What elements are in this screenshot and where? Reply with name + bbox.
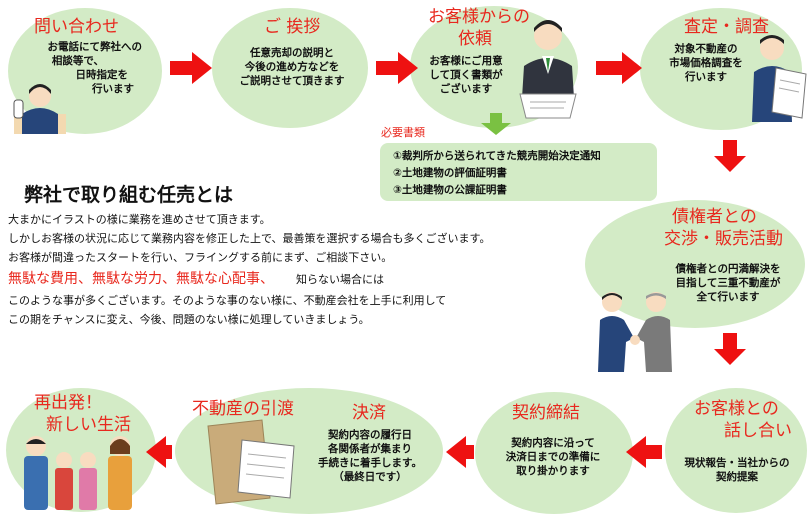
arrow-left-3 (166, 445, 172, 459)
step-line: 市場価格調査を (669, 57, 743, 69)
arrow-left-2-head (446, 436, 466, 468)
phone-operator-illustration (13, 84, 66, 134)
step-text-contract: 契約内容に沿って 決済日までの準備に 取り掛かります (482, 436, 624, 478)
intro-heading: 弊社で取り組む任売とは (24, 184, 234, 206)
intro-paragraph: しかしお客様の状況に応じて業務内容を修正した上で、最善策を選択する場合も多くござ… (8, 232, 491, 245)
intro-emphasis-tail: 知らない場合には (296, 273, 384, 286)
step-circle-negotiation (585, 200, 805, 328)
intro-closing: この期をチャンスに変え、今後、問題のない様に処理していきましょう。 (8, 313, 370, 326)
step-line: （最終日です） (333, 471, 407, 483)
documents-label: 必要書類 (381, 126, 425, 139)
intro-paragraph: 大まかにイラストの様に業務を進めさせて頂きます。 (8, 213, 271, 226)
arrow-down-1-head (714, 156, 746, 172)
step-title-line: 債権者との (672, 207, 757, 227)
step-line: 契約提案 (716, 471, 758, 483)
step-title-line: 交渉・販売活動 (664, 229, 783, 249)
step-title-negotiation: 債権者との 交渉・販売活動 (664, 206, 783, 250)
step-line: 決済日までの準備に (505, 451, 601, 463)
step-line: 相談等で、 (51, 55, 104, 67)
intro-paragraph: お客様が間違ったスタートを行い、フライングする前にまず、ご相談下さい。 (8, 251, 393, 264)
step-text-inquiry: お電話にて弊社への 相談等で、 日時指定を 行います (10, 40, 143, 96)
step-line: 任意売却の説明と (250, 47, 334, 59)
step-text-request: お客様にご用意 して頂く書類が ございます (418, 54, 514, 96)
step-text-discussion: 現状報告・当社からの 契約提案 (672, 456, 802, 484)
step-text-negotiation: 債権者との円満解決を 目指して三重不動産が 全て行います (664, 262, 792, 304)
green-down-arrow (481, 113, 511, 135)
step-line: 対象不動産の (674, 43, 738, 55)
step-line: 債権者との円満解決を (675, 263, 781, 275)
arrow-down-2 (723, 333, 737, 349)
step-text-greeting: 任意売却の説明と 今後の進め方などを ご説明させて頂きます (222, 46, 362, 88)
handshake-illustration (598, 292, 672, 372)
step-line: 行います (685, 71, 727, 83)
step-line: 現状報告・当社からの (684, 457, 790, 469)
step-line: 契約内容の履行日 (328, 429, 412, 441)
step-text-appraisal: 対象不動産の 市場価格調査を 行います (658, 42, 754, 84)
step-title-line: 再出発！ (34, 393, 102, 413)
step-title-line: 話し合い (724, 421, 792, 441)
step-line: 日時指定を (75, 69, 129, 81)
intro-emphasis: 無駄な費用、無駄な労力、無駄な心配事、 (8, 271, 274, 287)
arrow-left-1-head (626, 436, 646, 468)
arrow-left-3-head (146, 436, 166, 468)
arrow-right-2 (376, 61, 398, 75)
step-title-request: お客様からの 依頼 (428, 6, 530, 50)
arrow-right-1 (170, 61, 192, 75)
step-line: して頂く書類が (429, 69, 503, 81)
step-line: 今後の進め方などを (244, 61, 340, 73)
step-line: ご説明させて頂きます (239, 75, 345, 87)
step-circle-contract (475, 392, 633, 514)
step-line: 全て行います (696, 291, 760, 303)
arrow-right-3-head (622, 52, 642, 84)
envelope-document-illustration (207, 419, 295, 505)
step-line: 目指して三重不動産が (675, 277, 781, 289)
arrow-right-1-head (192, 52, 212, 84)
document-item: ③土地建物の公課証明書 (393, 184, 507, 196)
family-illustration (24, 436, 132, 510)
step-title-line: お客様との (694, 399, 779, 419)
step-line: 契約内容に沿って (511, 437, 595, 449)
step-title-handover: 不動産の引渡 (192, 399, 294, 419)
step-text-settlement: 契約内容の履行日 各関係者が集まり 手続きに着手します。 （最終日です） (304, 428, 436, 484)
step-title-discussion: お客様との 話し合い (694, 398, 792, 442)
arrow-right-2-head (398, 52, 418, 84)
step-line: 行います (92, 83, 134, 95)
appraiser-illustration (752, 35, 807, 122)
arrow-left-1 (646, 445, 662, 459)
step-title-line: 依頼 (458, 29, 492, 49)
step-circle-greeting (212, 8, 368, 128)
step-title-contract: 契約締結 (512, 403, 580, 423)
step-title-line: お客様からの (428, 7, 530, 27)
intro-closing: このような事が多くございます。そのような事のない様に、不動産会社を上手に利用して (8, 294, 447, 307)
step-title-settlement: 決済 (352, 403, 386, 423)
step-line: 取り掛かります (516, 465, 590, 477)
step-line: 手続きに着手します。 (318, 457, 422, 469)
arrow-down-2-head (714, 349, 746, 365)
step-line: お電話にて弊社への (47, 41, 143, 53)
step-title-appraisal: 査定・調査 (684, 17, 769, 37)
arrow-right-3 (596, 61, 622, 75)
step-line: 各関係者が集まり (328, 443, 412, 455)
required-documents-box (380, 143, 657, 201)
clerk-with-document-illustration (519, 20, 577, 119)
arrow-down-1 (723, 140, 737, 156)
step-title-new-life: 再出発！ 新しい生活 (34, 392, 131, 436)
step-title-line: 新しい生活 (46, 415, 131, 435)
step-circle-discussion (665, 388, 807, 513)
step-line: お客様にご用意 (429, 55, 503, 67)
step-line: ございます (439, 83, 493, 95)
arrow-left-2 (466, 445, 474, 459)
document-item: ②土地建物の評価証明書 (393, 167, 507, 179)
document-item: ①裁判所から送られてきた競売開始決定通知 (393, 150, 601, 162)
step-title-inquiry: 問い合わせ (34, 17, 119, 37)
step-title-greeting: ご 挨拶 (264, 17, 321, 37)
